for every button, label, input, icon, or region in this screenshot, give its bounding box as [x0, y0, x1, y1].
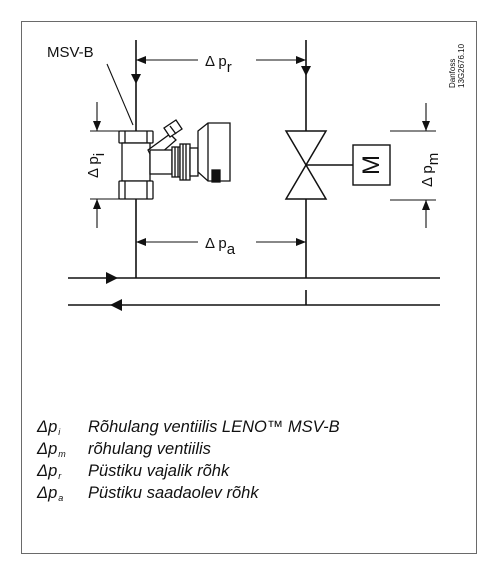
legend-symbol: Δpm [37, 440, 66, 459]
danfoss-watermark-line1: Danfoss [448, 59, 457, 88]
legend-description: Püstiku vajalik rõhk [88, 462, 230, 480]
legend-symbol: Δpa [37, 484, 64, 503]
control-valve [284, 130, 353, 200]
figure-frame [21, 21, 477, 554]
legend-description: rõhulang ventiilis [88, 440, 211, 458]
legend-description: Rõhulang ventiilis LENO™ MSV-B [88, 418, 340, 436]
msvb-valve [118, 119, 231, 200]
supply-flow-arrow [106, 272, 118, 284]
right-riser-flow-arrow [301, 66, 311, 76]
left-riser-flow-arrow [131, 74, 141, 84]
dpm-label: Δ pm [419, 153, 442, 187]
dpr-label: Δ pr [205, 53, 232, 76]
actuator: M [352, 144, 391, 186]
danfoss-watermark-line2: 13G2676.10 [457, 43, 466, 88]
legend-description: Püstiku saadaolev rõhk [88, 484, 259, 502]
legend-symbol: Δpi [37, 418, 61, 437]
actuator-m-label: M [358, 155, 385, 175]
msvb-label: MSV-B [47, 44, 94, 61]
return-flow-arrow [110, 299, 122, 311]
dpa-label: Δ pa [205, 235, 236, 258]
legend-symbol: Δpr [37, 462, 62, 481]
msvb-pointer-line [106, 63, 134, 126]
dpi-label: Δ pi [85, 153, 108, 178]
